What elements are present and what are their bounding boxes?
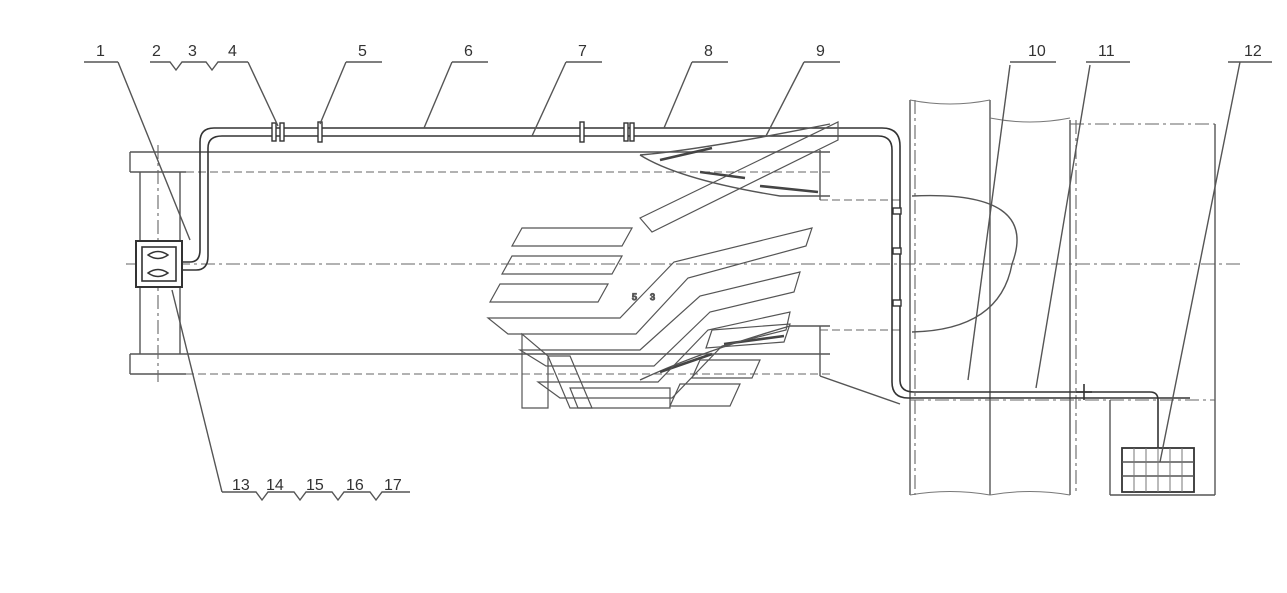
callout-label-11: 11 (1098, 43, 1115, 60)
callout-11: 11 (1086, 43, 1130, 63)
fitting-2 (271, 122, 277, 142)
callout-1: 1 (84, 43, 191, 241)
brake-chamber-left (135, 240, 183, 288)
watermark-char-b: 3 (650, 292, 655, 302)
fitting-clip-a (892, 207, 902, 215)
callout-2: 2 (152, 43, 161, 60)
fitting-8a (623, 122, 629, 142)
lower-wing (639, 325, 901, 405)
callout-label-14: 14 (266, 477, 284, 494)
callout-label-1: 1 (96, 43, 105, 60)
callout-label-17: 17 (384, 477, 402, 494)
upper-wing (639, 123, 831, 200)
callout-6: 6 (423, 43, 488, 129)
fittings (271, 121, 1092, 400)
callout-8: 8 (663, 43, 728, 129)
callout-3: 3 (188, 43, 197, 60)
callout-label-12: 12 (1244, 43, 1262, 60)
fitting-clip-c (892, 299, 902, 307)
callout-label-15: 15 (306, 477, 324, 494)
pipe-run (180, 127, 1190, 455)
callouts-bottom: 13 14 15 16 17 (171, 289, 410, 502)
fitting-clip-b (892, 247, 902, 255)
callout-7: 7 (531, 43, 602, 137)
fitting-7 (579, 121, 585, 143)
callout-5: 5 (319, 43, 382, 125)
main-body (126, 151, 1240, 375)
callout-label-3: 3 (188, 43, 197, 60)
callout-label-10: 10 (1028, 43, 1046, 60)
right-structure (909, 99, 1216, 496)
callout-label-9: 9 (816, 43, 825, 60)
callout-label-13: 13 (232, 477, 250, 494)
callout-label-7: 7 (578, 43, 587, 60)
callout-10: 10 (1010, 43, 1056, 63)
misc-lines (967, 61, 1241, 463)
callout-label-4: 4 (228, 43, 237, 60)
fitting-3 (279, 122, 285, 142)
watermark-logo: 5 3 (486, 121, 839, 409)
callout-label-5: 5 (358, 43, 367, 60)
callout-label-16: 16 (346, 477, 364, 494)
callout-4: 4 (150, 43, 279, 127)
callout-label-8: 8 (704, 43, 713, 60)
callouts-top: 1 2 3 4 5 6 7 8 (84, 43, 1272, 241)
callout-label-2: 2 (152, 43, 161, 60)
fitting-8b (629, 122, 635, 142)
callout-label-6: 6 (464, 43, 473, 60)
watermark-char-a: 5 (632, 292, 637, 302)
callout-12: 12 (1228, 43, 1272, 63)
fitting-5 (317, 121, 323, 143)
callout-9: 9 (765, 43, 840, 137)
valve-block-right (1121, 447, 1195, 493)
